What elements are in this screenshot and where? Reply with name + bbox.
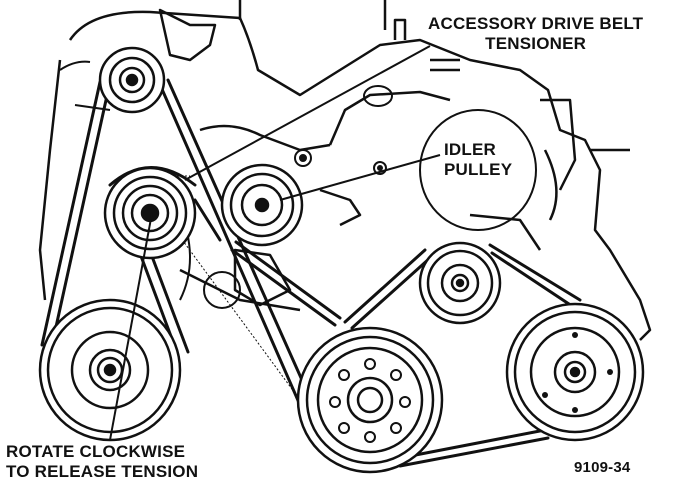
drive-belt — [40, 78, 582, 468]
idler-label-line-1: IDLER — [444, 140, 496, 159]
tensioner-label: ACCESSORY DRIVE BELT TENSIONER — [428, 14, 643, 54]
idler-label-line-2: PULLEY — [444, 160, 513, 179]
rotate-label-line-2: TO RELEASE TENSION — [6, 462, 199, 481]
ac-compressor-pulley-holes — [542, 332, 613, 413]
crankshaft-pulley — [296, 326, 444, 474]
ac-compressor-pulley — [505, 302, 645, 442]
tensioner-leader-line — [184, 45, 431, 181]
alternator-pulley — [418, 241, 502, 325]
rotate-instruction-label: ROTATE CLOCKWISE TO RELEASE TENSION — [6, 442, 198, 482]
crankshaft-pulley-bolts — [329, 358, 411, 443]
rotate-label-line-1: ROTATE CLOCKWISE — [6, 442, 186, 461]
rotate-leader-line — [109, 212, 153, 441]
figure-number: 9109-34 — [574, 459, 631, 476]
idler-pulley-label: IDLER PULLEY — [444, 140, 512, 180]
power-steering-pulley — [38, 298, 182, 442]
engine-block — [38, 0, 652, 341]
leader-lines — [109, 45, 441, 441]
tensioner-label-line-1: ACCESSORY DRIVE BELT — [428, 14, 644, 33]
idler-leader-line — [279, 154, 441, 201]
belt-tensioner-pulley — [103, 166, 197, 260]
idler-pulley — [220, 163, 304, 247]
engine-details — [59, 60, 537, 309]
tensioner-top-pulley — [98, 46, 166, 114]
tensioner-label-line-2: TENSIONER — [485, 34, 587, 53]
